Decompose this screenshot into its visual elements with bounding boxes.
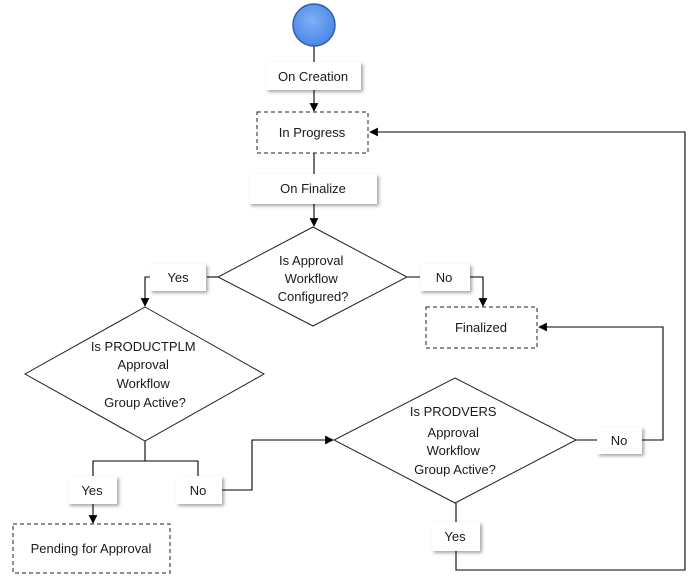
is-approval-configured-decision: Is Approval Workflow Configured? bbox=[216, 226, 409, 327]
connector-no2-prodvers bbox=[222, 435, 334, 491]
svg-text:No: No bbox=[436, 270, 453, 285]
svg-text:Yes: Yes bbox=[167, 270, 189, 285]
on-finalize-label: On Finalize bbox=[249, 174, 377, 204]
connector-yes3-inprogress bbox=[369, 127, 686, 571]
yes-label-2: Yes bbox=[68, 476, 117, 504]
in-progress-state: In Progress bbox=[256, 111, 369, 154]
no-label-2: No bbox=[597, 427, 642, 454]
connector-productplm-no2 bbox=[145, 460, 199, 476]
yes-label-1: Yes bbox=[150, 264, 206, 291]
svg-text:In Progress: In Progress bbox=[279, 125, 346, 140]
connector-yes1-productplm bbox=[140, 276, 150, 307]
svg-text:No: No bbox=[611, 433, 628, 448]
svg-text:No: No bbox=[190, 483, 207, 498]
svg-text:Finalized: Finalized bbox=[455, 320, 507, 335]
start-node bbox=[292, 3, 336, 47]
connector-no1-finalized bbox=[470, 276, 488, 307]
no-label-3: No bbox=[176, 476, 222, 504]
connectors bbox=[88, 46, 686, 571]
connector-no3-finalized bbox=[538, 322, 664, 441]
no-label-1: No bbox=[420, 264, 470, 291]
svg-text:Yes: Yes bbox=[444, 529, 466, 544]
svg-text:Yes: Yes bbox=[81, 483, 103, 498]
pending-for-approval-state: Pending for Approval bbox=[12, 523, 171, 574]
svg-text:Pending for Approval: Pending for Approval bbox=[31, 541, 152, 556]
connector-productplm-yes2 bbox=[92, 441, 146, 476]
svg-text:Is PRODUCTPLM Approval: Is PRODUCTPLM Approval Workflow Group Ac… bbox=[91, 339, 199, 410]
on-creation-label: On Creation bbox=[266, 62, 361, 90]
svg-text:On Creation: On Creation bbox=[278, 69, 348, 84]
is-prodvers-active-decision: Is PRODVERS Approval Workflow Group Acti… bbox=[332, 377, 578, 504]
is-productplm-active-decision: Is PRODUCTPLM Approval Workflow Group Ac… bbox=[23, 306, 266, 442]
svg-text:Is PRODVERS Approval: Is PRODVERS Approval Workflow Group Acti… bbox=[410, 404, 500, 477]
finalized-state: Finalized bbox=[425, 306, 538, 349]
yes-label-3: Yes bbox=[432, 522, 480, 551]
svg-text:Is Approval Workflow: Is Approval Workflow Configured? bbox=[278, 253, 349, 304]
svg-text:On Finalize: On Finalize bbox=[280, 181, 346, 196]
